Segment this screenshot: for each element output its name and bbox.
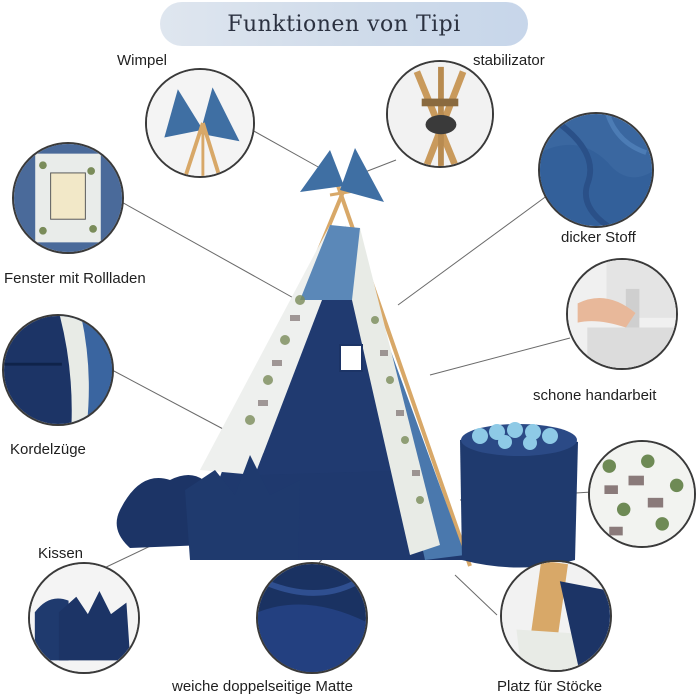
detail-circle-fenster xyxy=(12,142,124,254)
detail-circle-matte xyxy=(256,562,368,674)
page-title: Funktionen von Tipi xyxy=(227,11,461,37)
label-wimpel: Wimpel xyxy=(117,52,168,69)
fabric-photo xyxy=(540,114,652,226)
pole-pocket-photo xyxy=(502,562,610,670)
detail-circle-handarbeit xyxy=(566,258,678,370)
stabilizer-photo xyxy=(388,62,492,166)
detail-circle-dicker-stoff xyxy=(538,112,654,228)
detail-circle-kordelzuege xyxy=(2,314,114,426)
detail-circle-kissen xyxy=(28,562,140,674)
drawstring-photo xyxy=(4,316,112,424)
mat-photo xyxy=(258,564,366,672)
window-photo xyxy=(14,144,122,252)
label-handarbeit: schone handarbeit xyxy=(533,387,657,404)
label-kissen: Kissen xyxy=(38,545,84,562)
label-kordelzuege: Kordelzüge xyxy=(10,441,86,458)
detail-circle-platz xyxy=(500,560,612,672)
detail-circle-stabilizator xyxy=(386,60,494,168)
label-platz: Platz für Stöcke xyxy=(497,678,603,695)
title-banner: Funktionen von Tipi xyxy=(160,2,528,46)
label-matte: weiche doppelseitige Matte xyxy=(172,678,353,695)
detail-circle-muster xyxy=(588,440,696,548)
sewing-photo xyxy=(568,260,676,368)
label-dicker-stoff: dicker Stoff xyxy=(561,229,636,246)
pillows-photo xyxy=(30,564,138,672)
pattern-photo xyxy=(590,442,694,546)
label-fenster: Fenster mit Rollladen xyxy=(4,270,146,287)
detail-circle-wimpel xyxy=(145,68,255,178)
label-stabilizator: stabilizator xyxy=(473,52,545,69)
flags-photo xyxy=(147,70,253,176)
